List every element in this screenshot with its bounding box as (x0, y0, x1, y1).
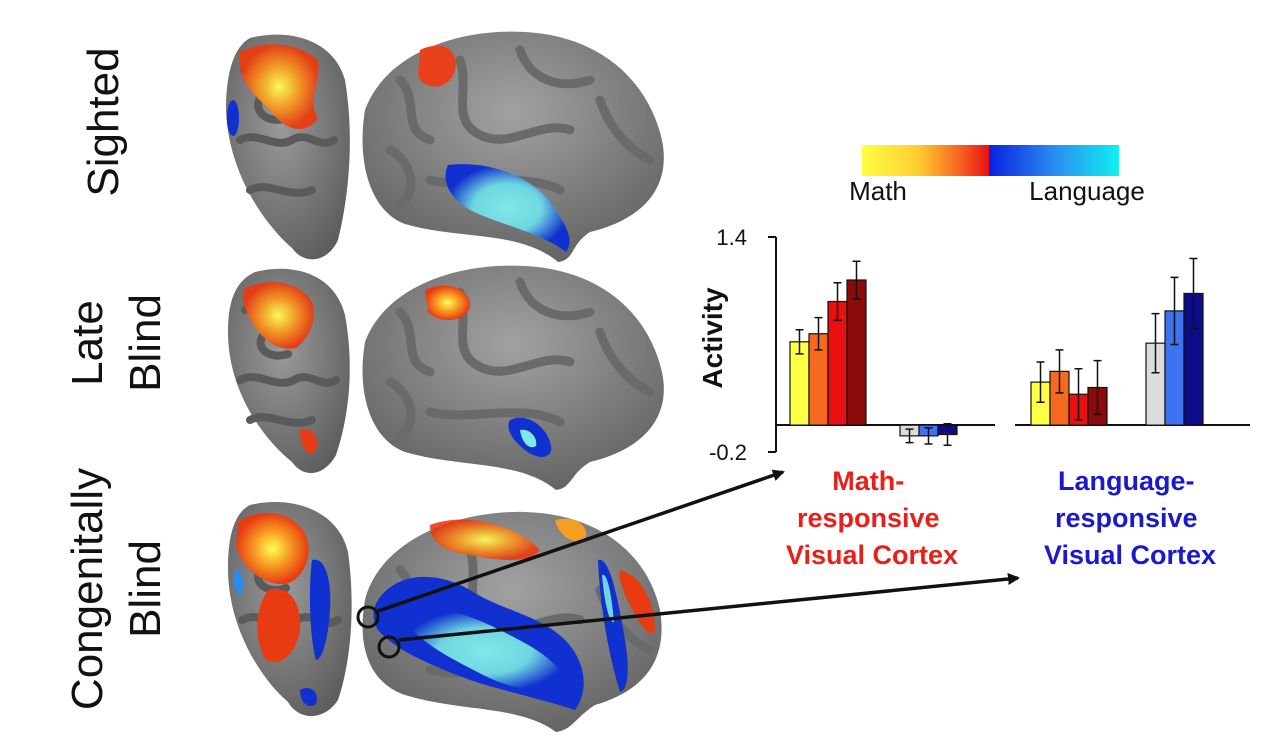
errorbar-g0-b1 (814, 316, 823, 351)
roi-label-math: Math- responsive Visual Cortex (786, 466, 958, 570)
brain-late-blind-lateral (362, 265, 664, 490)
brain-sighted-lateral (362, 31, 664, 263)
brain-sighted-ventral (226, 34, 350, 260)
colorbar-label-math: Math (849, 176, 907, 206)
roi-marker-language (377, 635, 401, 659)
bar-g0-b3 (846, 279, 867, 426)
errorbar-g3-b0 (1151, 312, 1160, 374)
y-tick-label-bottom: -0.2 (709, 440, 747, 465)
errorbar-g3-b1 (1170, 276, 1179, 346)
errorbar-g1-b2 (943, 423, 952, 447)
brain-congenital-lateral (362, 511, 662, 732)
errorbar-g2-b3 (1093, 359, 1102, 416)
errorbar-g1-b1 (924, 427, 933, 445)
roi-marker-math (356, 605, 380, 629)
y-tick-label-top: 1.4 (716, 225, 747, 250)
errorbar-g2-b0 (1036, 361, 1045, 404)
row-label-sighted: Sighted (79, 47, 128, 196)
colorbar-legend: Math Language (849, 145, 1145, 206)
errorbar-g0-b2 (833, 281, 842, 322)
arrow-to-math-roi (377, 469, 785, 613)
bar-marks (789, 257, 1204, 447)
errorbar-g2-b2 (1074, 367, 1083, 421)
errorbar-g2-b1 (1055, 349, 1064, 394)
errorbar-g0-b3 (852, 260, 861, 300)
errorbar-g0-b0 (795, 328, 804, 355)
bar-chart: 1.4 -0.2 Activity (697, 225, 1250, 465)
roi-label-language: Language- responsive Visual Cortex (1044, 466, 1216, 570)
errorbar-g1-b0 (905, 428, 914, 444)
brain-late-blind-ventral (228, 268, 350, 474)
y-axis-label: Activity (697, 287, 728, 389)
arrow-to-language-roi (398, 573, 1020, 642)
brain-congenital-ventral (228, 502, 352, 717)
colorbar-math (862, 145, 989, 176)
errorbar-g3-b2 (1189, 257, 1198, 330)
colorbar-label-language: Language (1029, 176, 1145, 206)
colorbar-language (989, 145, 1119, 176)
